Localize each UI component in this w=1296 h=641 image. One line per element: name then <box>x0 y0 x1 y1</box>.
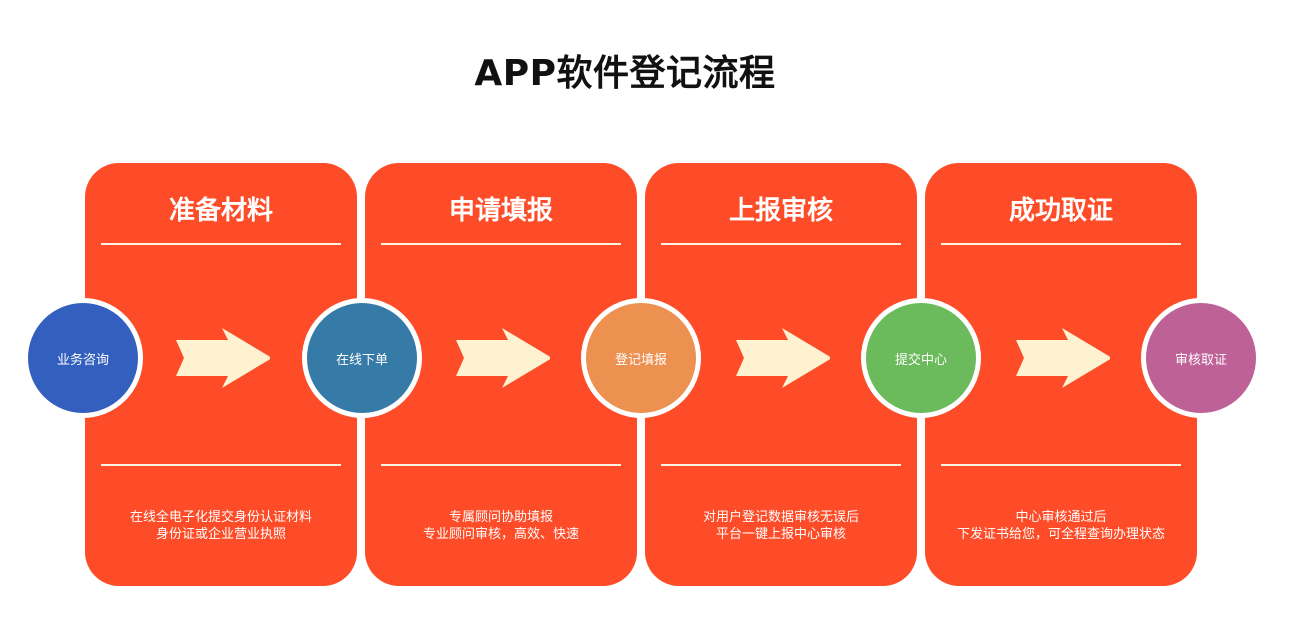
description-line: 下发证书给您，可全程查询办理状态 <box>956 527 1165 542</box>
step-label: 登记填报 <box>614 352 667 368</box>
description-line: 专属顾问协助填报 <box>448 510 553 525</box>
step-node-submit: 提交中心 <box>861 298 981 418</box>
step-node-register: 登记填报 <box>581 298 701 418</box>
stage-title: 准备材料 <box>168 196 273 226</box>
stage-description: 对用户登记数据审核无误后 平台一键上报中心审核 <box>645 509 917 543</box>
divider <box>941 243 1181 245</box>
description-line: 在线全电子化提交身份认证材料 <box>129 510 312 525</box>
stage-description: 中心审核通过后 下发证书给您，可全程查询办理状态 <box>925 509 1197 543</box>
step-label: 审核取证 <box>1174 352 1227 368</box>
divider <box>381 464 621 466</box>
arrow-right-icon <box>1016 328 1110 388</box>
divider <box>941 464 1181 466</box>
divider <box>661 464 901 466</box>
description-line: 平台一键上报中心审核 <box>715 527 846 542</box>
stage-title: 成功取证 <box>1008 196 1113 226</box>
description-line: 身份证或企业营业执照 <box>155 527 286 542</box>
step-node-certify: 审核取证 <box>1141 298 1261 418</box>
description-line: 对用户登记数据审核无误后 <box>702 510 859 525</box>
divider <box>661 243 901 245</box>
stage-title: 上报审核 <box>728 196 833 226</box>
divider <box>101 464 341 466</box>
description-line: 专业顾问审核，高效、快速 <box>422 527 579 542</box>
stage-title: 申请填报 <box>448 196 553 226</box>
step-label: 在线下单 <box>335 352 388 368</box>
stage-description: 在线全电子化提交身份认证材料 身份证或企业营业执照 <box>85 509 357 543</box>
step-label: 业务咨询 <box>56 352 109 368</box>
step-node-order: 在线下单 <box>302 298 422 418</box>
step-node-consult: 业务咨询 <box>23 298 143 418</box>
stage-description: 专属顾问协助填报 专业顾问审核，高效、快速 <box>365 509 637 543</box>
arrow-right-icon <box>456 328 550 388</box>
arrow-right-icon <box>176 328 270 388</box>
divider <box>101 243 341 245</box>
step-label: 提交中心 <box>894 352 947 368</box>
page-title: APP软件登记流程 <box>474 53 776 94</box>
description-line: 中心审核通过后 <box>1015 510 1107 525</box>
divider <box>381 243 621 245</box>
arrow-right-icon <box>736 328 830 388</box>
